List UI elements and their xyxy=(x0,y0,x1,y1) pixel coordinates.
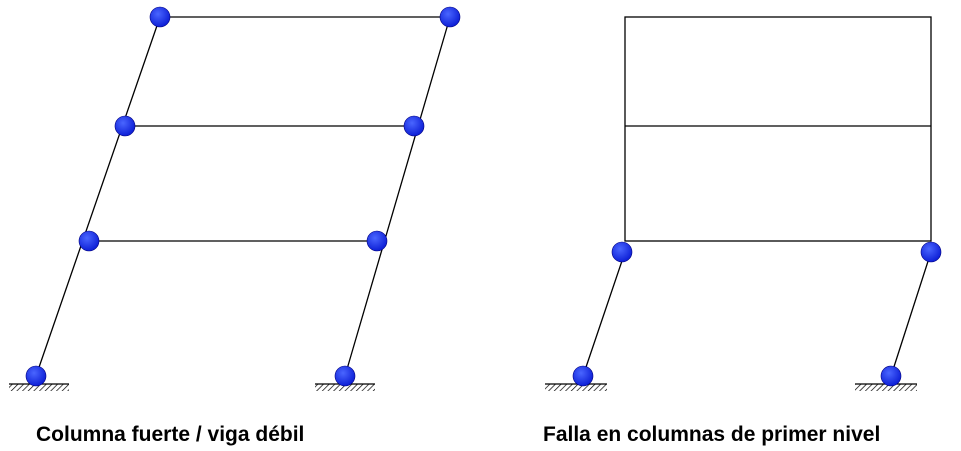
plastic-hinge-icon xyxy=(25,365,47,387)
support-hatch-right-2 xyxy=(855,384,917,391)
supports-left xyxy=(9,383,375,391)
right-upper-stories xyxy=(624,16,932,242)
plastic-hinge-icon xyxy=(439,6,461,28)
support-hatch-left-1 xyxy=(9,384,69,391)
frame-right xyxy=(582,16,932,377)
supports-right xyxy=(545,383,917,391)
plastic-hinge-icon xyxy=(366,230,388,252)
plastic-hinge-icon xyxy=(78,230,100,252)
left-column-right xyxy=(344,16,451,377)
left-column-left xyxy=(35,16,161,377)
plastic-hinge-icon xyxy=(403,115,425,137)
plastic-hinge-icon xyxy=(920,241,942,263)
caption-first-level-column-failure: Falla en columnas de primer nivel xyxy=(543,423,881,446)
caption-strong-column-weak-beam: Columna fuerte / viga débil xyxy=(36,423,305,446)
right-column-right-first xyxy=(890,251,932,377)
hinges-right xyxy=(572,241,942,387)
plastic-hinge-icon xyxy=(611,241,633,263)
support-hatch-left-2 xyxy=(315,384,375,391)
plastic-hinge-icon xyxy=(572,365,594,387)
plastic-hinge-icon xyxy=(334,365,356,387)
plastic-hinge-icon xyxy=(149,6,171,28)
right-column-left-first xyxy=(582,251,626,377)
hinges-left xyxy=(25,6,461,387)
frame-left xyxy=(35,16,451,377)
plastic-hinge-icon xyxy=(880,365,902,387)
plastic-hinge-icon xyxy=(114,115,136,137)
support-hatch-right-1 xyxy=(545,384,607,391)
